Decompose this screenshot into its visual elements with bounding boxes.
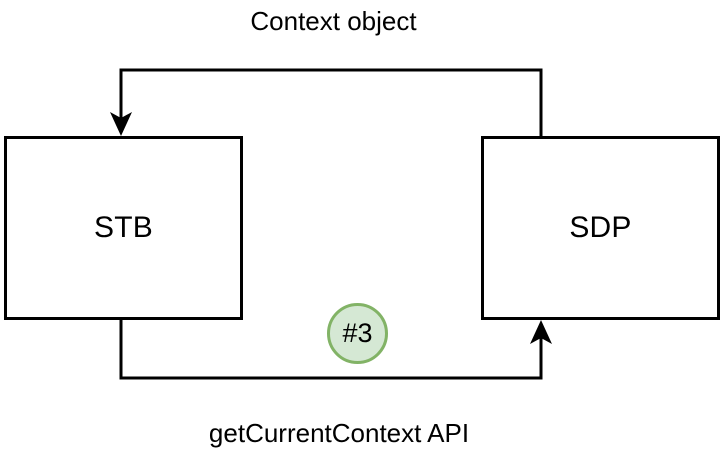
step-badge-label: #3 bbox=[342, 318, 373, 348]
edge-getcurrentcontext-api-arrowhead-icon bbox=[530, 320, 552, 344]
edge-getcurrentcontext-api-path bbox=[119, 320, 543, 380]
edge-context-object-path bbox=[119, 68, 543, 136]
edge-getcurrentcontext-api[interactable] bbox=[119, 320, 552, 380]
edge-context-object-arrowhead-icon bbox=[110, 112, 132, 136]
edge-context-object[interactable] bbox=[110, 68, 543, 136]
node-stb-label: STB bbox=[94, 211, 153, 244]
node-stb[interactable]: STB bbox=[4, 136, 243, 320]
node-sdp[interactable]: SDP bbox=[481, 136, 720, 320]
node-sdp-label: SDP bbox=[569, 211, 632, 244]
edge-label-context-object: Context object bbox=[250, 6, 417, 36]
step-badge[interactable]: #3 bbox=[327, 303, 388, 364]
edge-label-getcurrentcontext-api: getCurrentContext API bbox=[208, 418, 470, 448]
